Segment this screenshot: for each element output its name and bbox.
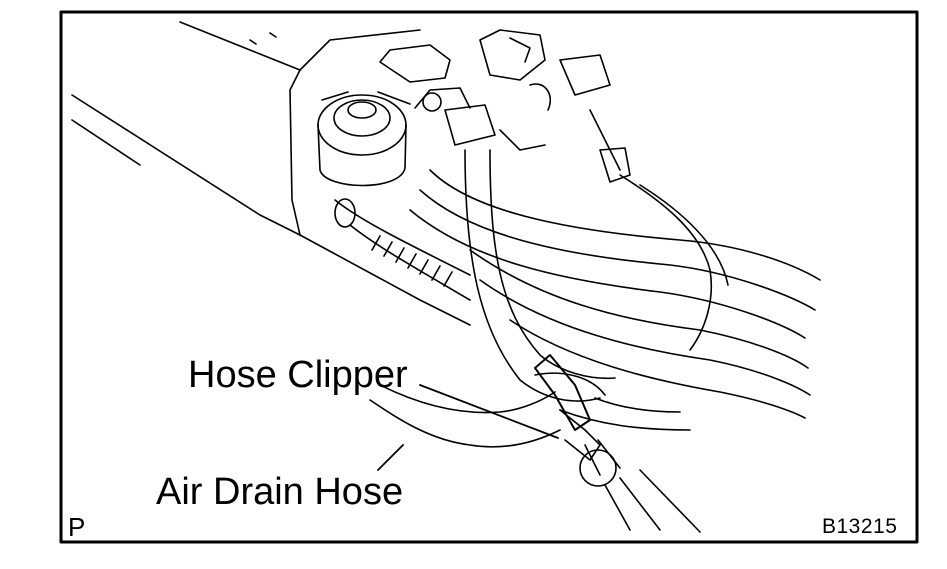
corner-mark: P [68,512,86,542]
canister-body [71,21,471,326]
hose-clipper-label: Hose Clipper [188,354,408,396]
leader-line-hose-clipper [419,384,559,439]
figure-frame [59,10,919,544]
corrugated-hose [334,198,471,301]
hose-bundle [409,149,821,431]
figure-code: B13215 [822,515,898,538]
hose-clipper-drawing [534,354,701,533]
air-drain-hose-label: Air Drain Hose [156,471,404,513]
valve-assembly [317,29,631,187]
leader-line-air-drain-hose [377,444,404,471]
